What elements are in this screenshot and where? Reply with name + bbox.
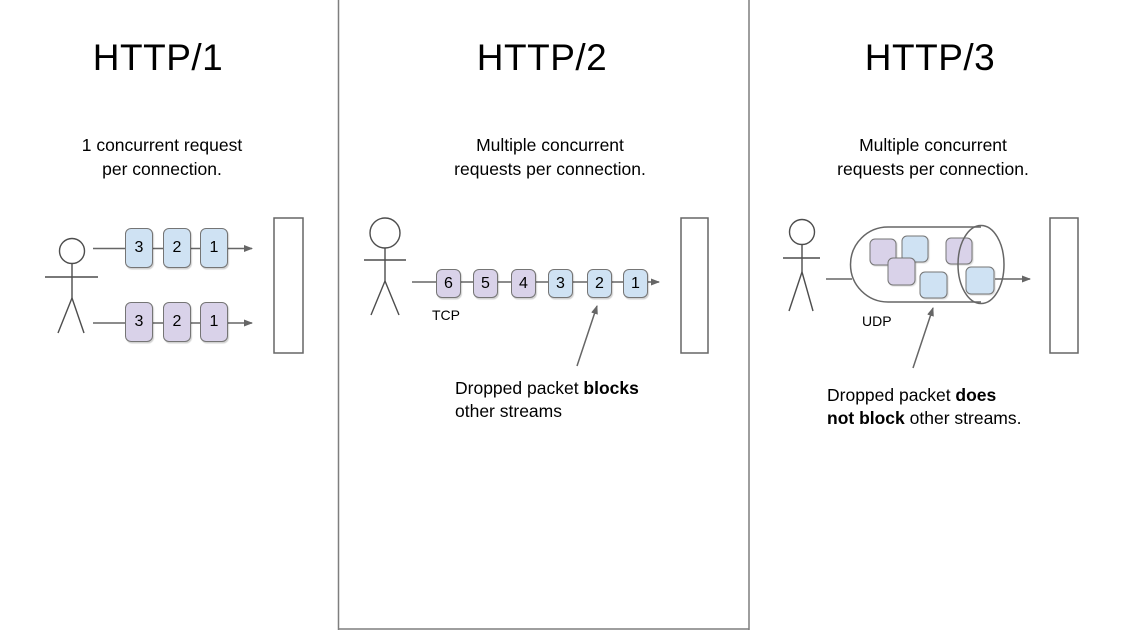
packet-box: 5 [473, 269, 498, 298]
packet-box: 3 [125, 228, 153, 268]
packet-square [965, 266, 995, 295]
person-icon [45, 237, 98, 334]
packet-square [919, 271, 948, 299]
packet-square [869, 238, 897, 266]
server-box [273, 217, 304, 354]
packet-box: 2 [587, 269, 612, 298]
panel-subtitle-http2: Multiple concurrent requests per connect… [454, 135, 646, 179]
packet-box: 2 [163, 302, 191, 342]
packet-square [887, 257, 916, 286]
packet-box: 2 [163, 228, 191, 268]
panel-subtitle-http3: Multiple concurrent requests per connect… [837, 135, 1029, 179]
person-icon [783, 218, 820, 312]
server-box [680, 217, 709, 354]
dropped-packet-pointer-arrow [912, 307, 934, 369]
dropped-packet-note: Dropped packet does not block other stre… [827, 385, 1022, 428]
panel-subtitle-http1: 1 concurrent request per connection. [81, 135, 243, 179]
packet-box: 1 [200, 302, 228, 342]
packet-box: 4 [511, 269, 536, 298]
panel-title-http3: HTTP/3 [864, 37, 996, 78]
panel-title-http2: HTTP/2 [476, 37, 608, 78]
packet-box: 3 [125, 302, 153, 342]
packet-box: 1 [623, 269, 648, 298]
dropped-packet-note: Dropped packet blocks other streams [455, 378, 639, 421]
udp-tunnel-icon [849, 224, 1005, 305]
server-box [1049, 217, 1079, 354]
packet-box: 1 [200, 228, 228, 268]
packet-box: 6 [436, 269, 461, 298]
protocol-label-udp: UDP [862, 313, 892, 329]
protocol-label-tcp: TCP [432, 307, 460, 323]
panel-title-http1: HTTP/1 [92, 37, 224, 78]
person-icon [364, 217, 406, 316]
packet-box: 3 [548, 269, 573, 298]
dropped-packet-pointer-arrow [576, 305, 598, 367]
